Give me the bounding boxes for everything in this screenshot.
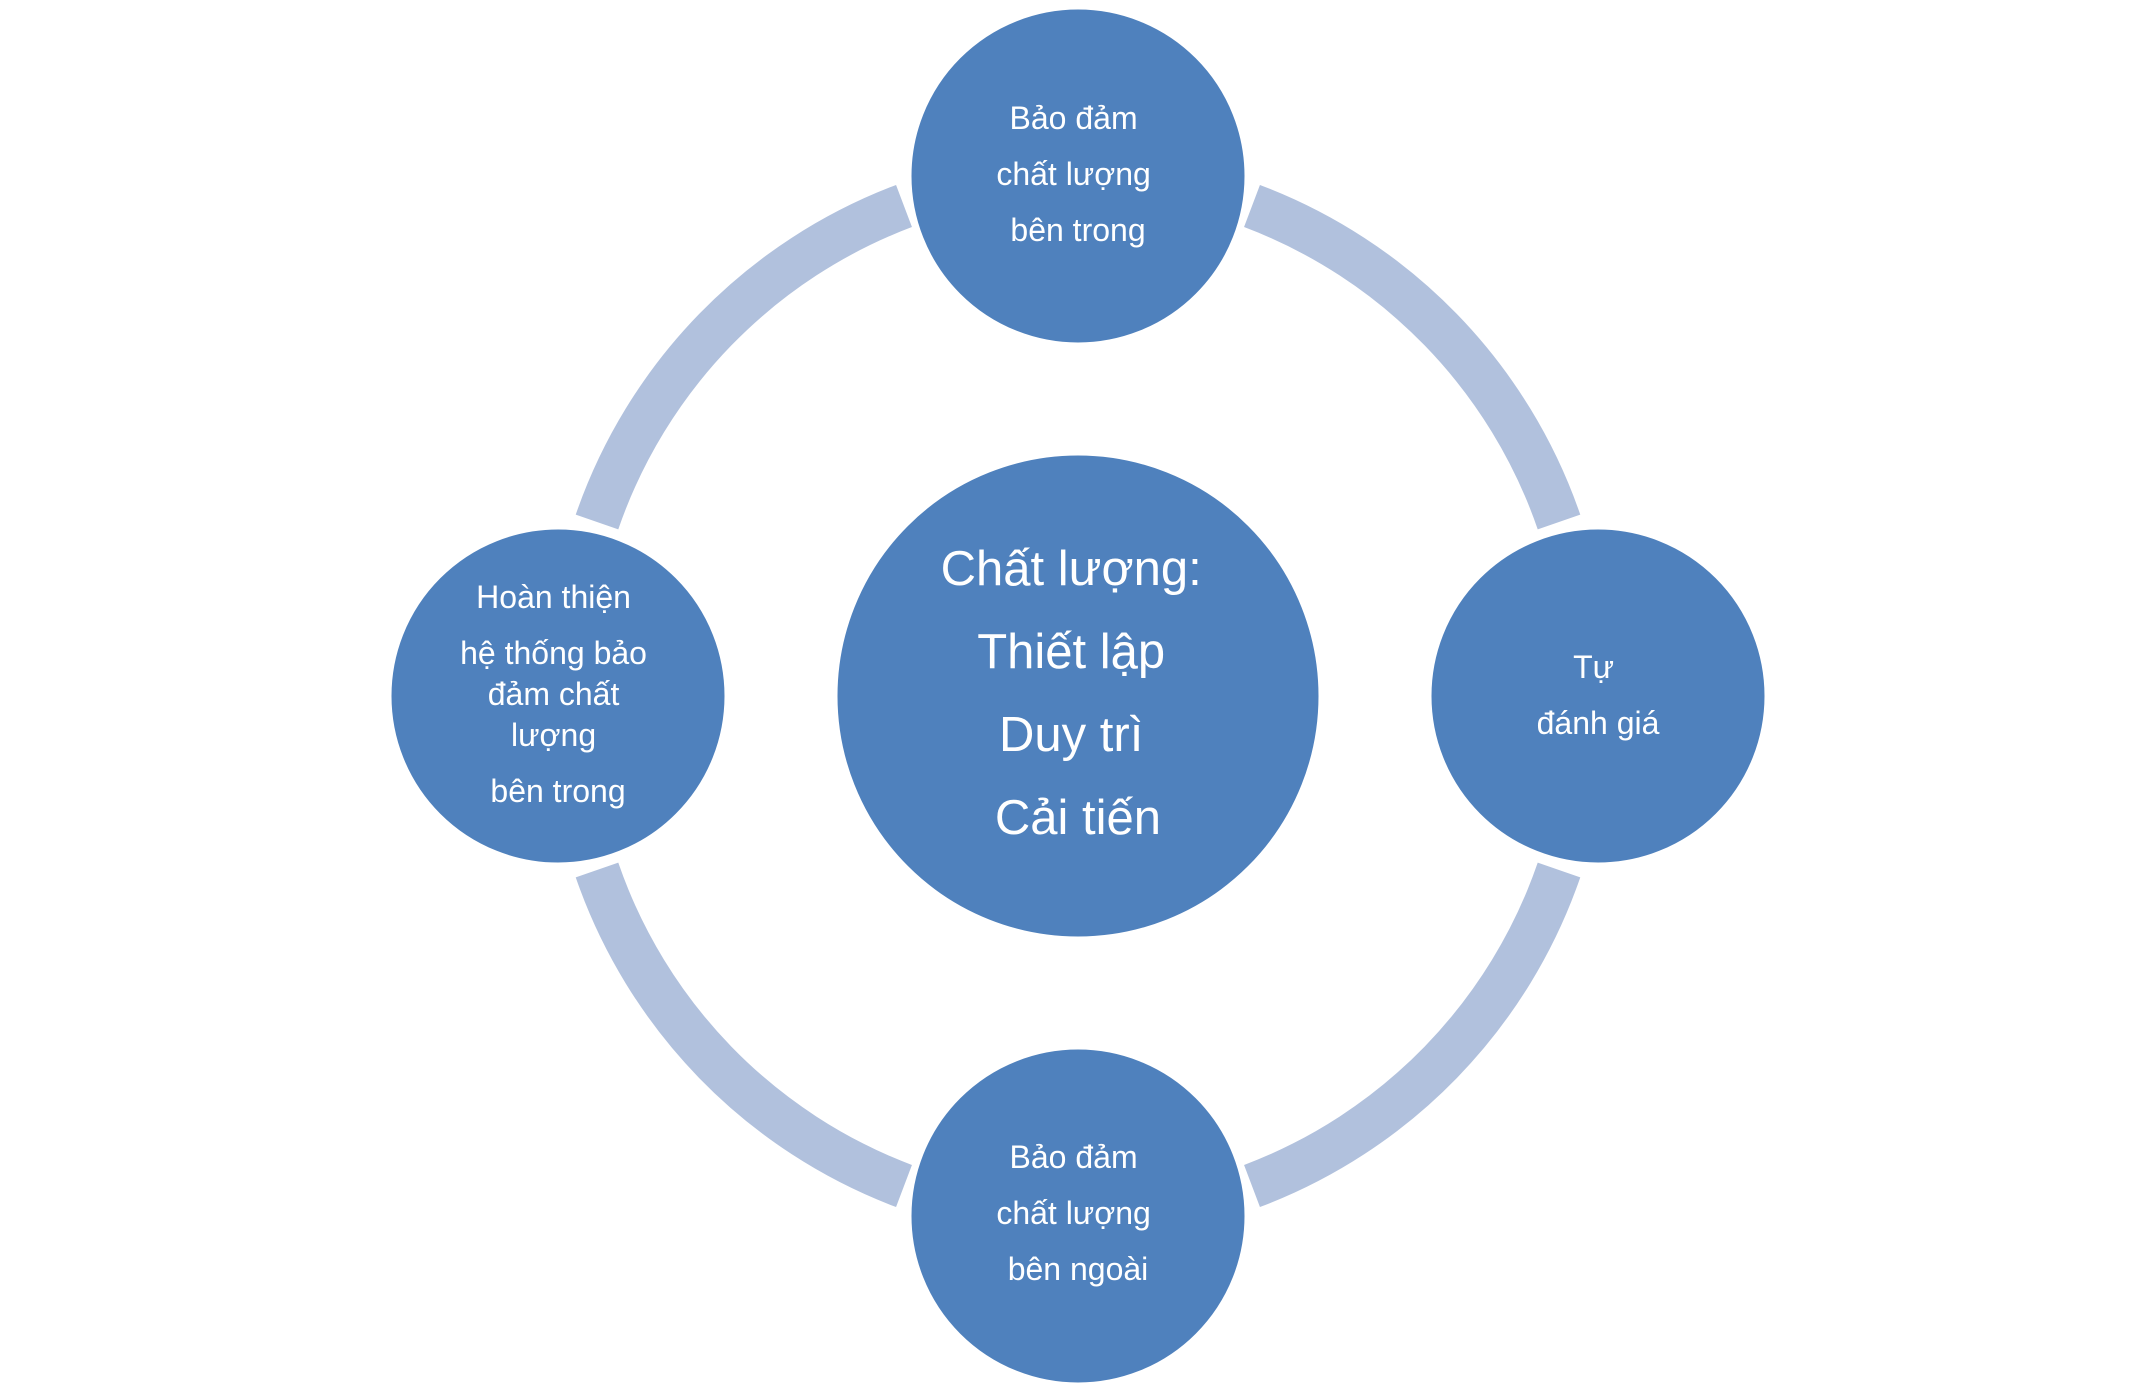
ring-arc-top-right: [1244, 184, 1581, 530]
center-line-2: Thiết lập: [977, 625, 1165, 679]
node-self-assessment: Tự đánh giá: [1426, 524, 1770, 868]
cycle-ring: [575, 184, 1581, 1208]
node-top-line-2: chất lượng: [996, 156, 1150, 192]
ring-arc-left-top: [575, 184, 912, 530]
node-bottom-line-3: bên ngoài: [1008, 1251, 1149, 1287]
svg-text:Hoàn thiện hệ thống bảo: Hoàn thiện hệ thống bảo đảm chất lượng b…: [460, 579, 656, 809]
node-left-line-1: Hoàn thiện: [476, 579, 631, 615]
node-left-line-4: lượng: [511, 717, 596, 753]
svg-text:Tự đánh giá: Tự đánh giá: [1537, 649, 1660, 741]
ring-arc-right-bottom: [1244, 862, 1581, 1208]
node-right-line-2: đánh giá: [1537, 705, 1660, 741]
node-internal-quality-assurance: Bảo đảm chất lượng bên trong: [906, 4, 1250, 348]
node-left-line-5: bên trong: [490, 773, 625, 809]
node-external-quality-assurance: Bảo đảm chất lượng bên ngoài: [906, 1044, 1250, 1385]
center-line-4: Cải tiến: [995, 791, 1161, 845]
node-left-line-3: đảm chất: [488, 676, 620, 712]
svg-text:Bảo đảm chất lượng: Bảo đảm chất lượng bên ngoài: [996, 1139, 1159, 1287]
node-improve-internal-qa-system: Hoàn thiện hệ thống bảo đảm chất lượng b…: [386, 524, 730, 868]
svg-text:Chất lượng: Thiết lập: Chất lượng: Thiết lập Duy trì Cải tiến: [941, 542, 1216, 845]
node-left-line-2: hệ thống bảo: [460, 635, 647, 671]
node-right-line-1: Tự: [1573, 649, 1614, 685]
center-line-1: Chất lượng:: [941, 542, 1202, 596]
svg-text:Bảo đảm chất lượng: Bảo đảm chất lượng bên trong: [996, 100, 1159, 248]
node-top-line-3: bên trong: [1010, 212, 1145, 248]
node-bottom-line-1: Bảo đảm: [1010, 1139, 1138, 1175]
node-bottom-line-2: chất lượng: [996, 1195, 1150, 1231]
node-top-line-1: Bảo đảm: [1010, 100, 1138, 136]
center-node: Chất lượng: Thiết lập Duy trì Cải tiến: [832, 450, 1324, 942]
center-line-3: Duy trì: [999, 708, 1143, 762]
ring-arc-bottom-left: [575, 862, 912, 1208]
